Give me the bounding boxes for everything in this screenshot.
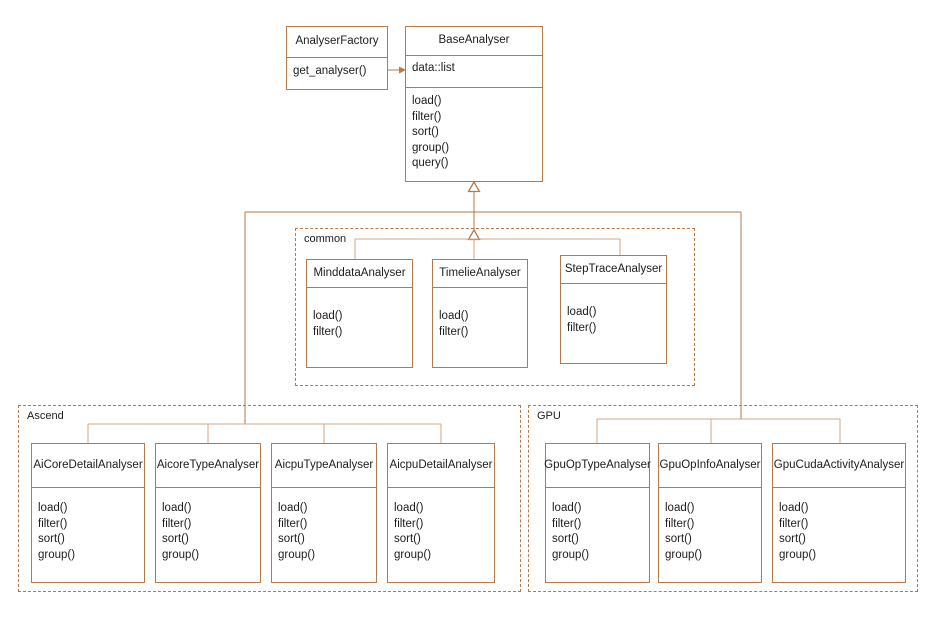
operation-item: filter(): [394, 517, 424, 530]
operation-item: get_analyser(): [293, 65, 367, 77]
class-steptrace-analyser[interactable]: StepTraceAnalyser load() filter(): [560, 255, 667, 364]
class-gpu-cuda-activity-analyser[interactable]: GpuCudaActivityAnalyser load() filter() …: [772, 443, 906, 583]
class-steptrace-analyser-operations: load() filter(): [561, 284, 666, 336]
class-timelie-analyser-name: TimelieAnalyser: [433, 260, 527, 288]
operation-item: load(): [38, 502, 68, 514]
class-steptrace-analyser-name: StepTraceAnalyser: [561, 256, 666, 284]
class-base-analyser-attributes: data::list: [406, 56, 542, 88]
attribute-item: data::list: [412, 62, 455, 74]
operation-item: load(): [412, 95, 442, 107]
class-gpu-op-info-analyser[interactable]: GpuOpInfoAnalyser load() filter() sort()…: [658, 443, 762, 583]
operation-item: sort(): [779, 533, 806, 545]
class-timelie-analyser-operations: load() filter(): [433, 288, 527, 340]
class-gpu-op-info-analyser-name: GpuOpInfoAnalyser: [659, 444, 761, 488]
operation-item: filter(): [313, 325, 343, 338]
class-aicore-detail-analyser-name: AiCoreDetailAnalyser: [32, 444, 144, 488]
package-common: common: [295, 228, 695, 386]
package-gpu-label: GPU: [535, 410, 563, 423]
operation-item: group(): [779, 548, 817, 561]
operation-item: query(): [412, 157, 449, 169]
operation-item: group(): [552, 548, 590, 561]
operation-item: filter(): [412, 110, 442, 123]
operation-item: sort(): [394, 533, 421, 545]
class-analyser-factory-name: AnalyserFactory: [287, 27, 387, 58]
class-aicore-detail-analyser[interactable]: AiCoreDetailAnalyser load() filter() sor…: [31, 443, 145, 583]
operation-item: group(): [665, 548, 703, 561]
operation-item: sort(): [412, 126, 439, 138]
operation-item: load(): [552, 502, 582, 514]
class-minddata-analyser[interactable]: MinddataAnalyser load() filter(): [306, 259, 413, 368]
package-gpu: GPU: [528, 405, 918, 592]
operation-item: sort(): [552, 533, 579, 545]
class-analyser-factory-operations: get_analyser(): [287, 58, 387, 80]
class-base-analyser[interactable]: BaseAnalyser data::list load() filter() …: [405, 26, 543, 182]
operation-item: filter(): [278, 517, 308, 530]
class-aicpu-type-analyser-operations: load() filter() sort() group(): [272, 488, 376, 563]
package-ascend-label: Ascend: [25, 410, 66, 423]
operation-item: filter(): [779, 517, 809, 530]
class-base-analyser-operations: load() filter() sort() group() query(): [406, 88, 542, 172]
class-aicore-type-analyser[interactable]: AicoreTypeAnalyser load() filter() sort(…: [155, 443, 261, 583]
operation-item: load(): [439, 310, 469, 322]
operation-item: filter(): [552, 517, 582, 530]
class-minddata-analyser-operations: load() filter(): [307, 288, 412, 340]
operation-item: sort(): [162, 533, 189, 545]
operation-item: group(): [162, 548, 200, 561]
class-aicpu-detail-analyser-name: AicpuDetailAnalyser: [388, 444, 494, 488]
operation-item: group(): [412, 141, 450, 154]
operation-item: filter(): [162, 517, 192, 530]
class-gpu-cuda-activity-analyser-name: GpuCudaActivityAnalyser: [773, 444, 905, 488]
class-aicpu-type-analyser-name: AicpuTypeAnalyser: [272, 444, 376, 488]
operation-item: sort(): [38, 533, 65, 545]
class-analyser-factory[interactable]: AnalyserFactory get_analyser(): [286, 26, 388, 90]
operation-item: load(): [779, 502, 809, 514]
operation-item: filter(): [439, 325, 469, 338]
operation-item: filter(): [665, 517, 695, 530]
class-aicore-detail-analyser-operations: load() filter() sort() group(): [32, 488, 144, 563]
class-aicpu-detail-analyser[interactable]: AicpuDetailAnalyser load() filter() sort…: [387, 443, 495, 583]
arrowhead-hollow-generalization-base: [467, 180, 481, 193]
package-ascend: Ascend: [18, 405, 521, 592]
operation-item: load(): [665, 502, 695, 514]
class-timelie-analyser[interactable]: TimelieAnalyser load() filter(): [432, 259, 528, 368]
class-gpu-op-info-analyser-operations: load() filter() sort() group(): [659, 488, 761, 563]
operation-item: filter(): [38, 517, 68, 530]
class-aicore-type-analyser-name: AicoreTypeAnalyser: [156, 444, 260, 488]
package-common-label: common: [302, 233, 349, 246]
operation-item: filter(): [567, 321, 597, 334]
operation-item: group(): [394, 548, 432, 561]
operation-item: sort(): [278, 533, 305, 545]
class-gpu-cuda-activity-analyser-operations: load() filter() sort() group(): [773, 488, 905, 563]
operation-item: load(): [162, 502, 192, 514]
operation-item: sort(): [665, 533, 692, 545]
operation-item: load(): [313, 310, 343, 322]
operation-item: group(): [38, 548, 76, 561]
class-minddata-analyser-name: MinddataAnalyser: [307, 260, 412, 288]
operation-item: load(): [567, 306, 597, 318]
class-gpu-op-type-analyser-name: GpuOpTypeAnalyser: [544, 444, 651, 488]
class-aicpu-type-analyser[interactable]: AicpuTypeAnalyser load() filter() sort()…: [271, 443, 377, 583]
operation-item: load(): [278, 502, 308, 514]
class-aicore-type-analyser-operations: load() filter() sort() group(): [156, 488, 260, 563]
operation-item: load(): [394, 502, 424, 514]
class-gpu-op-type-analyser-operations: load() filter() sort() group(): [546, 488, 649, 563]
operation-item: group(): [278, 548, 316, 561]
class-base-analyser-name: BaseAnalyser: [406, 27, 542, 56]
class-gpu-op-type-analyser[interactable]: GpuOpTypeAnalyser load() filter() sort()…: [544, 443, 651, 583]
class-aicpu-detail-analyser-operations: load() filter() sort() group(): [388, 488, 494, 563]
